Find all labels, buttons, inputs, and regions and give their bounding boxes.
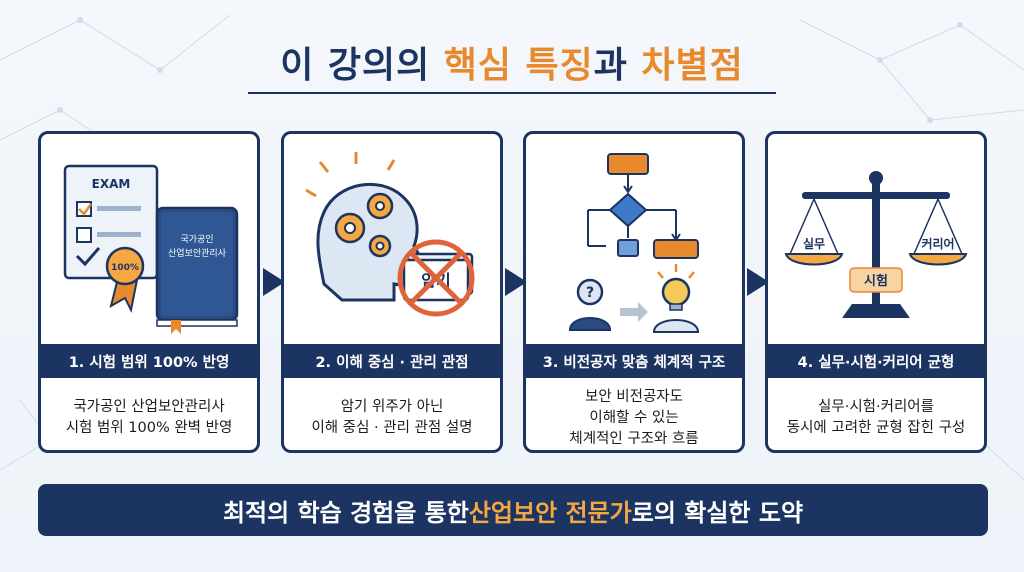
exam-book-illustration: EXAM 100% 국가공인 산업보안관리사	[63, 164, 239, 334]
book-title-line-1: 국가공인	[180, 234, 213, 245]
question-mark: ?	[586, 285, 594, 301]
card-1-description: 국가공인 산업보안관리사 시험 범위 100% 완벽 반영	[47, 386, 251, 450]
page-title: 이 강의의 핵심 특징과 차별점	[0, 36, 1024, 88]
feature-card-4: 실무 커리어 시험 4. 실무·시험·커리어 균형 실무·시험·커리어를 동시에…	[765, 131, 987, 453]
arrow-right-icon	[747, 268, 769, 296]
card-2-desc-line-2: 이해 중심 · 관리 관점 설명	[311, 420, 473, 436]
title-underline	[248, 92, 776, 94]
no-memorization-icon: 암기	[397, 239, 475, 317]
card-2-heading: 2. 이해 중심 · 관리 관점	[284, 344, 500, 378]
flowchart-icon	[587, 153, 699, 259]
card-1-desc-line-2: 시험 범위 100% 완벽 반영	[65, 420, 233, 436]
card-4-desc-line-1: 실무·시험·커리어를	[818, 399, 934, 415]
arrow-right-icon	[505, 268, 527, 296]
bottom-highlight: 산업보안 전문가	[468, 498, 632, 527]
gears-icon	[334, 192, 394, 258]
100-percent-badge-icon: 100%	[105, 246, 145, 314]
card-1-desc-line-1: 국가공인 산업보안관리사	[73, 399, 225, 415]
head-gears-illustration: 암기	[305, 152, 475, 317]
book-title-line-2: 산업보안관리사	[168, 248, 227, 259]
badge-label: 100%	[111, 263, 139, 273]
card-2-desc-line-1: 암기 위주가 아닌	[340, 399, 444, 415]
person-lightbulb-icon	[652, 264, 700, 333]
card-3-desc-line-2: 이해할 수 있는	[589, 409, 679, 426]
balance-scale-icon: 실무 커리어 시험	[784, 171, 968, 318]
balance-scale-illustration: 실무 커리어 시험	[784, 171, 968, 318]
card-4-heading: 4. 실무·시험·커리어 균형	[768, 344, 984, 378]
idea-rays-icon	[305, 152, 396, 198]
person-question-icon: ?	[568, 278, 612, 331]
feature-card-3: ? 3. 비전공자 맞춤 체계적 구조 보안 비전공자도 이해할 수 있는 체계…	[523, 131, 745, 453]
card-4-desc-line-2: 동시에 고려한 균형 잡힌 구성	[786, 420, 966, 436]
bottom-text-2: 로의 확실한 도약	[631, 498, 804, 527]
bottom-text-1: 최적의 학습 경험을 통한	[222, 498, 469, 527]
arrow-right-icon	[263, 268, 285, 296]
card-3-description: 보안 비전공자도 이해할 수 있는 체계적인 구조와 흐름	[532, 386, 736, 450]
title-text-2: 과	[593, 45, 642, 86]
exam-label: EXAM	[92, 177, 131, 191]
book-icon: 국가공인 산업보안관리사	[155, 206, 239, 334]
title-highlight-1: 핵심 특징	[443, 45, 594, 86]
feature-card-1: EXAM 100% 국가공인 산업보안관리사 1. 시험 범위 100% 반영 …	[38, 131, 260, 453]
title-text-1: 이 강의의	[280, 45, 444, 86]
card-2-description: 암기 위주가 아닌 이해 중심 · 관리 관점 설명	[290, 386, 494, 450]
card-1-heading: 1. 시험 범위 100% 반영	[41, 344, 257, 378]
right-pan-label: 커리어	[921, 236, 954, 251]
title-highlight-2: 차별점	[641, 45, 744, 86]
left-pan-label: 실무	[803, 236, 825, 251]
card-3-desc-line-1: 보안 비전공자도	[585, 388, 683, 405]
card-3-desc-line-3: 체계적인 구조와 흐름	[569, 430, 699, 447]
center-label: 시험	[864, 273, 888, 289]
feature-card-2: 암기 2. 이해 중심 · 관리 관점 암기 위주가 아닌 이해 중심 · 관리…	[281, 131, 503, 453]
arrow-right-icon	[620, 302, 648, 322]
card-4-description: 실무·시험·커리어를 동시에 고려한 균형 잡힌 구성	[774, 386, 978, 450]
card-3-heading: 3. 비전공자 맞춤 체계적 구조	[526, 344, 742, 378]
flowchart-illustration: ?	[568, 153, 700, 333]
